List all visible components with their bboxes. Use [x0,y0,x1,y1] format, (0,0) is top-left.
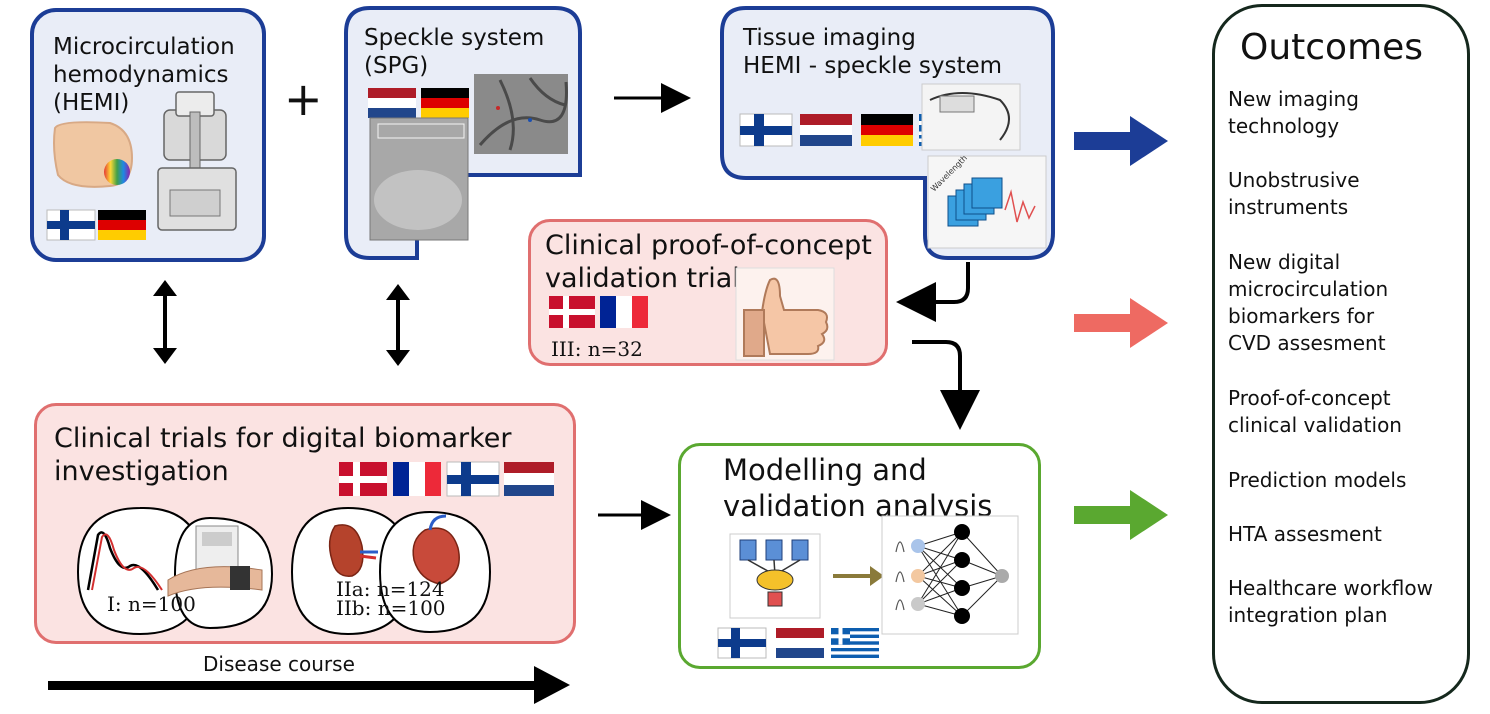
arrow-tissue-to-proof [896,262,970,322]
flag-nl [368,88,416,118]
blood-pressure-icon [167,525,263,597]
flag-de [861,114,913,146]
proof-n: III: n=32 [551,337,643,361]
double-arrow-speckle [386,284,410,366]
outcome-item: Unobstrusive instruments [1228,168,1360,219]
timeline-label: Disease course [203,652,355,676]
vessel-image [474,74,568,154]
outcome-item: Prediction models [1228,468,1407,492]
trial-group-2b-n: IIb: n=100 [336,596,446,620]
trials-title: Clinical trials for digital biomarker in… [54,423,512,487]
hemi-device-icon [157,91,237,231]
double-arrow-hemi [153,280,177,364]
outcomes-title: Outcomes [1240,27,1424,68]
outcome-item: Healthcare workflow integration plan [1228,576,1433,627]
thumbs-up-icon [735,267,835,361]
kidney-icon [328,524,378,577]
red-outcome-arrow [1074,298,1168,348]
trial-group-2a-n: IIa: n=124 [336,577,445,601]
flag-fr [600,296,648,328]
tissue-title: Tissue imaging HEMI - speckle system [743,25,1003,79]
green-outcome-arrow [1074,490,1168,540]
flag-de [421,88,469,118]
outcomes-box [1212,4,1470,704]
arrow-proof-to-modelling [912,340,980,430]
proof-title: Clinical proof-of-concept validation tri… [545,230,872,294]
disease-course-arrow [48,666,570,704]
flag-fi [717,627,767,659]
outcome-item: New digital microcirculation biomarkers … [1228,250,1389,355]
blue-outcome-arrow [1074,116,1168,166]
flag-fi [446,461,500,497]
outcome-item: Proof-of-concept clinical validation [1228,386,1402,437]
flag-dk [549,296,595,328]
trial-group-1-n: I: n=100 [107,592,196,616]
flag-fi [46,209,96,241]
spectral-camera-image [921,83,1021,151]
outcome-item: New imaging technology [1228,87,1359,138]
data-brain-icon [729,533,821,619]
hemi-title: Microcirculation hemodynamics (HEMI) [53,34,235,116]
heart-icon [412,514,460,585]
flag-nl [800,114,852,146]
flag-fi [739,113,793,147]
flag-de [98,210,146,240]
flag-gr [831,628,879,658]
flag-fr [393,462,441,496]
speckle-title: Speckle system (SPG) [364,25,545,79]
flag-nl [504,462,554,496]
finger-icon [53,121,134,188]
neural-network-icon [881,515,1019,635]
flag-nl [776,628,824,658]
plus-sign: + [284,72,323,126]
outcome-item: HTA assesment [1228,522,1382,546]
flag-dk [339,462,387,496]
